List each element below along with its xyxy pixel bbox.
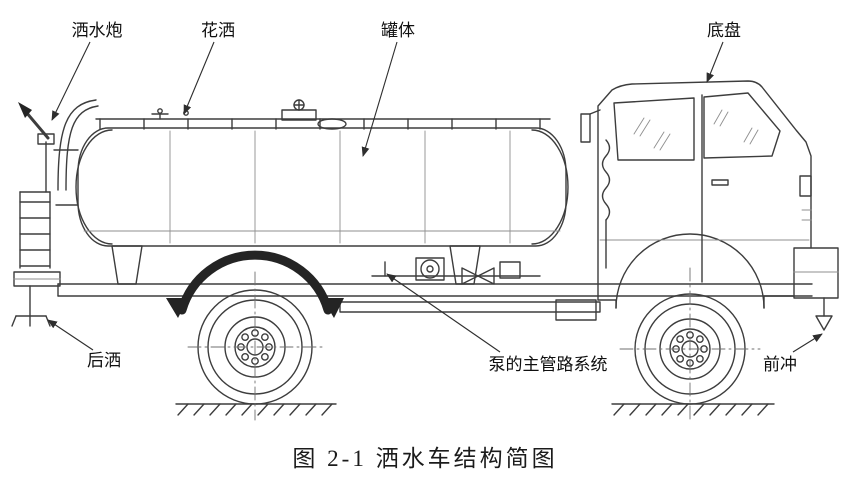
door-window xyxy=(703,92,781,159)
headlight xyxy=(799,175,812,197)
side-mirror xyxy=(580,113,591,143)
leader-water-cannon xyxy=(51,41,91,121)
front-flush-nozzle xyxy=(815,297,833,331)
label-pump-pipeline: 泵的主管路系统 xyxy=(489,355,608,374)
truck-line-drawing xyxy=(11,80,839,421)
door-handle xyxy=(711,179,729,186)
valve-icon xyxy=(461,267,479,285)
leader-tank xyxy=(361,41,398,157)
leader-pump xyxy=(386,273,501,353)
ground-hatching xyxy=(175,403,775,416)
water-cannon xyxy=(18,99,99,193)
leader-sprinkler xyxy=(183,41,215,115)
wheel-centerlines xyxy=(187,267,761,421)
label-water-cannon: 洒水炮 xyxy=(72,21,123,40)
label-tank: 罐体 xyxy=(381,21,415,40)
cannon-nozzle-tip xyxy=(18,102,32,118)
label-leader-lines xyxy=(47,41,823,353)
chassis-frame xyxy=(57,245,813,321)
cab xyxy=(580,80,812,309)
part-labels: 洒水炮 花洒 罐体 底盘 后洒 泵的主管路系统 前冲 xyxy=(72,21,798,374)
label-rear-spray: 后洒 xyxy=(87,351,121,370)
side-window xyxy=(613,97,695,161)
tank-mount-bracket xyxy=(449,245,481,285)
wheel-arch xyxy=(615,233,765,309)
tank-top-fittings xyxy=(95,99,551,130)
label-chassis: 底盘 xyxy=(707,21,741,40)
side-guard-rail xyxy=(339,301,601,313)
air-intake-pipe xyxy=(601,139,611,221)
figure-caption: 图 2-1 洒水车结构简图 xyxy=(292,446,557,471)
battery-box xyxy=(555,299,597,321)
label-sprinkler: 花洒 xyxy=(201,21,235,40)
leader-front-flush xyxy=(792,333,823,353)
rear-ladder xyxy=(19,191,79,269)
spring-hanger xyxy=(166,298,188,318)
spring-hanger xyxy=(322,298,344,318)
tank-body xyxy=(75,127,569,247)
rear-fender xyxy=(166,250,344,318)
leader-rear-spray xyxy=(47,319,94,351)
rear-sprayer xyxy=(11,271,61,327)
leader-chassis xyxy=(706,41,724,83)
pump-system xyxy=(371,257,541,285)
tank-mount-bracket xyxy=(111,245,143,285)
front-bumper xyxy=(793,247,839,299)
label-front-flush: 前冲 xyxy=(763,355,797,374)
